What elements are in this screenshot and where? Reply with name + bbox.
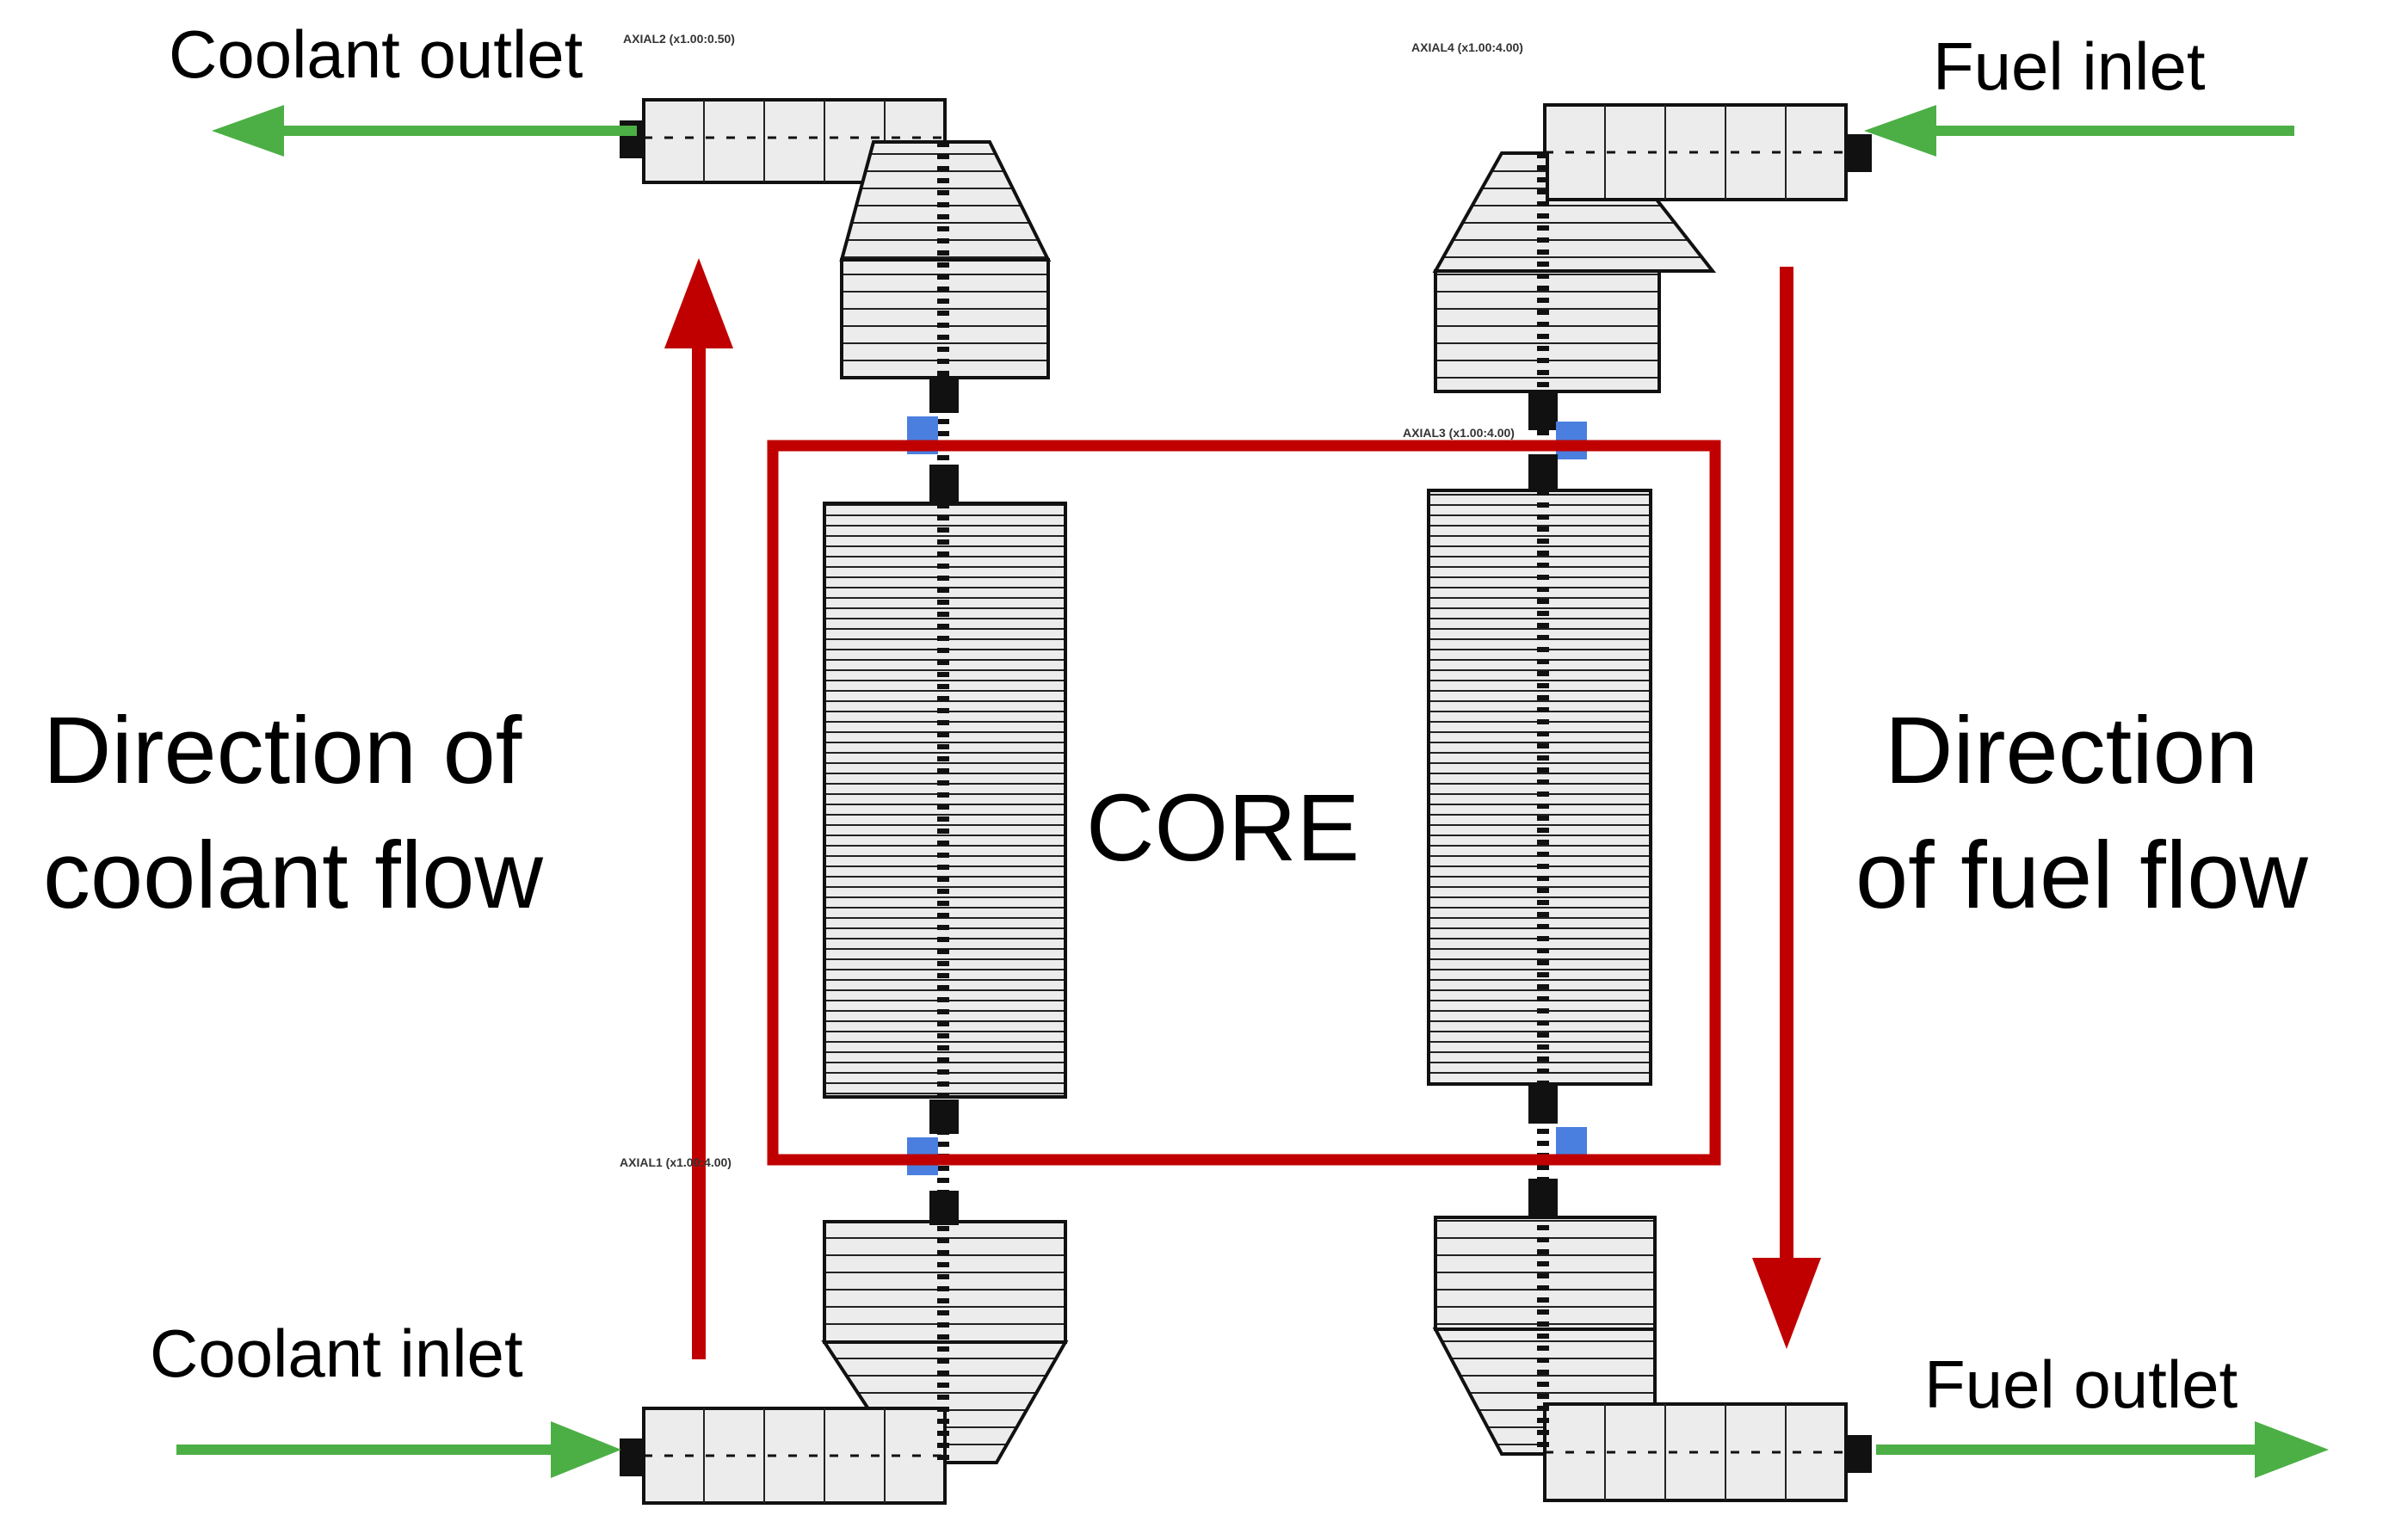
core-frame <box>767 440 1721 1166</box>
fuel-outlet-arrow <box>1876 1421 2329 1478</box>
core-label: CORE <box>1086 775 1360 881</box>
fuel-inlet-pipe <box>1543 103 1848 201</box>
fuel-outlet-label: Fuel outlet <box>1924 1346 2238 1422</box>
coolant-direction-label-line2: coolant flow <box>43 822 543 928</box>
fuel-outlet-pipe <box>1543 1402 1848 1502</box>
coolant-inlet-label: Coolant inlet <box>150 1315 523 1391</box>
fuel-direction-label-line1: Direction <box>1885 698 2258 804</box>
fuel-direction-label-line2: of fuel flow <box>1855 822 2308 928</box>
fuel-inlet-arrow <box>1864 105 2294 157</box>
coolant-upper-plenum <box>839 140 1052 379</box>
coolant-outlet-arrow <box>212 105 637 157</box>
fuel-inlet-label: Fuel inlet <box>1933 28 2206 104</box>
axial3-tag: AXIAL3 (x1.00:4.00) <box>1403 426 1515 440</box>
coolant-inlet-arrow <box>176 1421 621 1478</box>
axial1-tag: AXIAL1 (x1.00:4.00) <box>620 1155 732 1169</box>
axial4-tag: AXIAL4 (x1.00:4.00) <box>1411 40 1523 54</box>
axial2-tag: AXIAL2 (x1.00:0.50) <box>623 32 735 46</box>
coolant-outlet-label: Coolant outlet <box>169 16 583 92</box>
coolant-direction-label-line1: Direction of <box>43 698 522 804</box>
coolant-inlet-pipe <box>642 1407 947 1505</box>
fuel-direction-arrow <box>1752 267 1821 1349</box>
coolant-direction-arrow <box>664 258 733 1359</box>
fuel-lower-plenum <box>1432 1216 1657 1456</box>
